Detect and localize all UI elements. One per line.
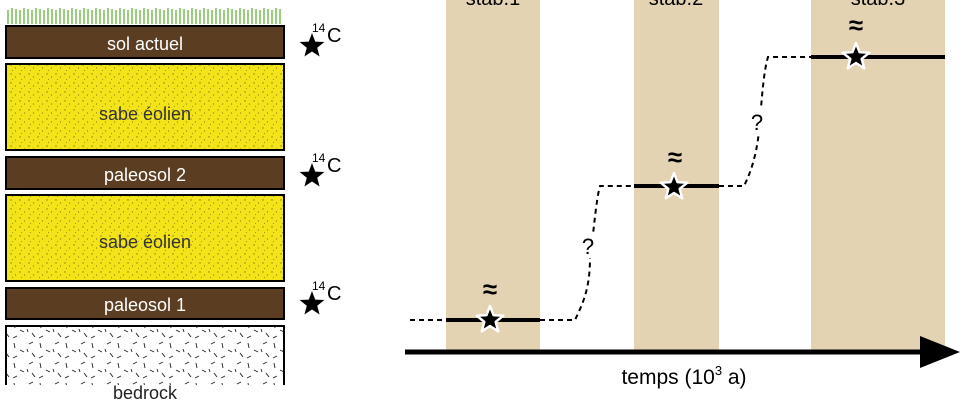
star-icon — [299, 33, 325, 57]
grass-strip — [7, 8, 281, 24]
band-label-2: stab.2 — [649, 0, 703, 10]
isotope-superscript: 14 — [312, 21, 326, 35]
layer-paleosol-1 — [5, 287, 285, 320]
approx-symbol-3: ≈ — [849, 10, 863, 40]
star-icon — [659, 171, 689, 200]
isotope-symbol: C — [327, 155, 341, 177]
layer-label: sabe éolien — [99, 104, 191, 124]
dating-marker-top: 14 C — [299, 21, 341, 57]
layer-label: sol actuel — [107, 34, 183, 54]
layer-label: paleosol 2 — [104, 165, 186, 185]
layer-sable-eolien-upper — [5, 63, 285, 151]
layer-paleosol-2 — [5, 156, 285, 190]
star-icon — [299, 163, 325, 187]
stability-band-3 — [811, 0, 945, 352]
layer-bedrock — [5, 325, 285, 385]
uncertainty-mark-1: ? — [582, 234, 594, 259]
band-label-1: stab.1 — [466, 0, 520, 10]
dating-marker-bottom: 14 C — [299, 279, 341, 315]
stability-band-1 — [446, 0, 540, 352]
isotope-symbol: C — [327, 283, 341, 305]
time-axis-arrowhead — [920, 336, 960, 368]
layer-label: sabe éolien — [99, 232, 191, 252]
dating-marker-middle: 14 C — [299, 151, 341, 187]
isotope-symbol: C — [327, 25, 341, 47]
layer-sol-actuel — [5, 25, 285, 59]
band-label-3: stab.3 — [851, 0, 905, 10]
approx-symbol-2: ≈ — [668, 142, 682, 172]
layer-label: bedrock — [113, 383, 178, 403]
isotope-superscript: 14 — [312, 279, 326, 293]
stability-band-2 — [634, 0, 719, 352]
star-icon — [841, 41, 871, 70]
layer-label: paleosol 1 — [104, 295, 186, 315]
star-icon — [475, 304, 505, 333]
approx-symbol-1: ≈ — [483, 274, 497, 304]
layer-sable-eolien-lower — [5, 194, 285, 282]
star-icon — [299, 291, 325, 315]
isotope-superscript: 14 — [312, 151, 326, 165]
uncertainty-mark-2: ? — [751, 110, 763, 135]
time-axis-label: temps (103 a) — [621, 363, 746, 389]
